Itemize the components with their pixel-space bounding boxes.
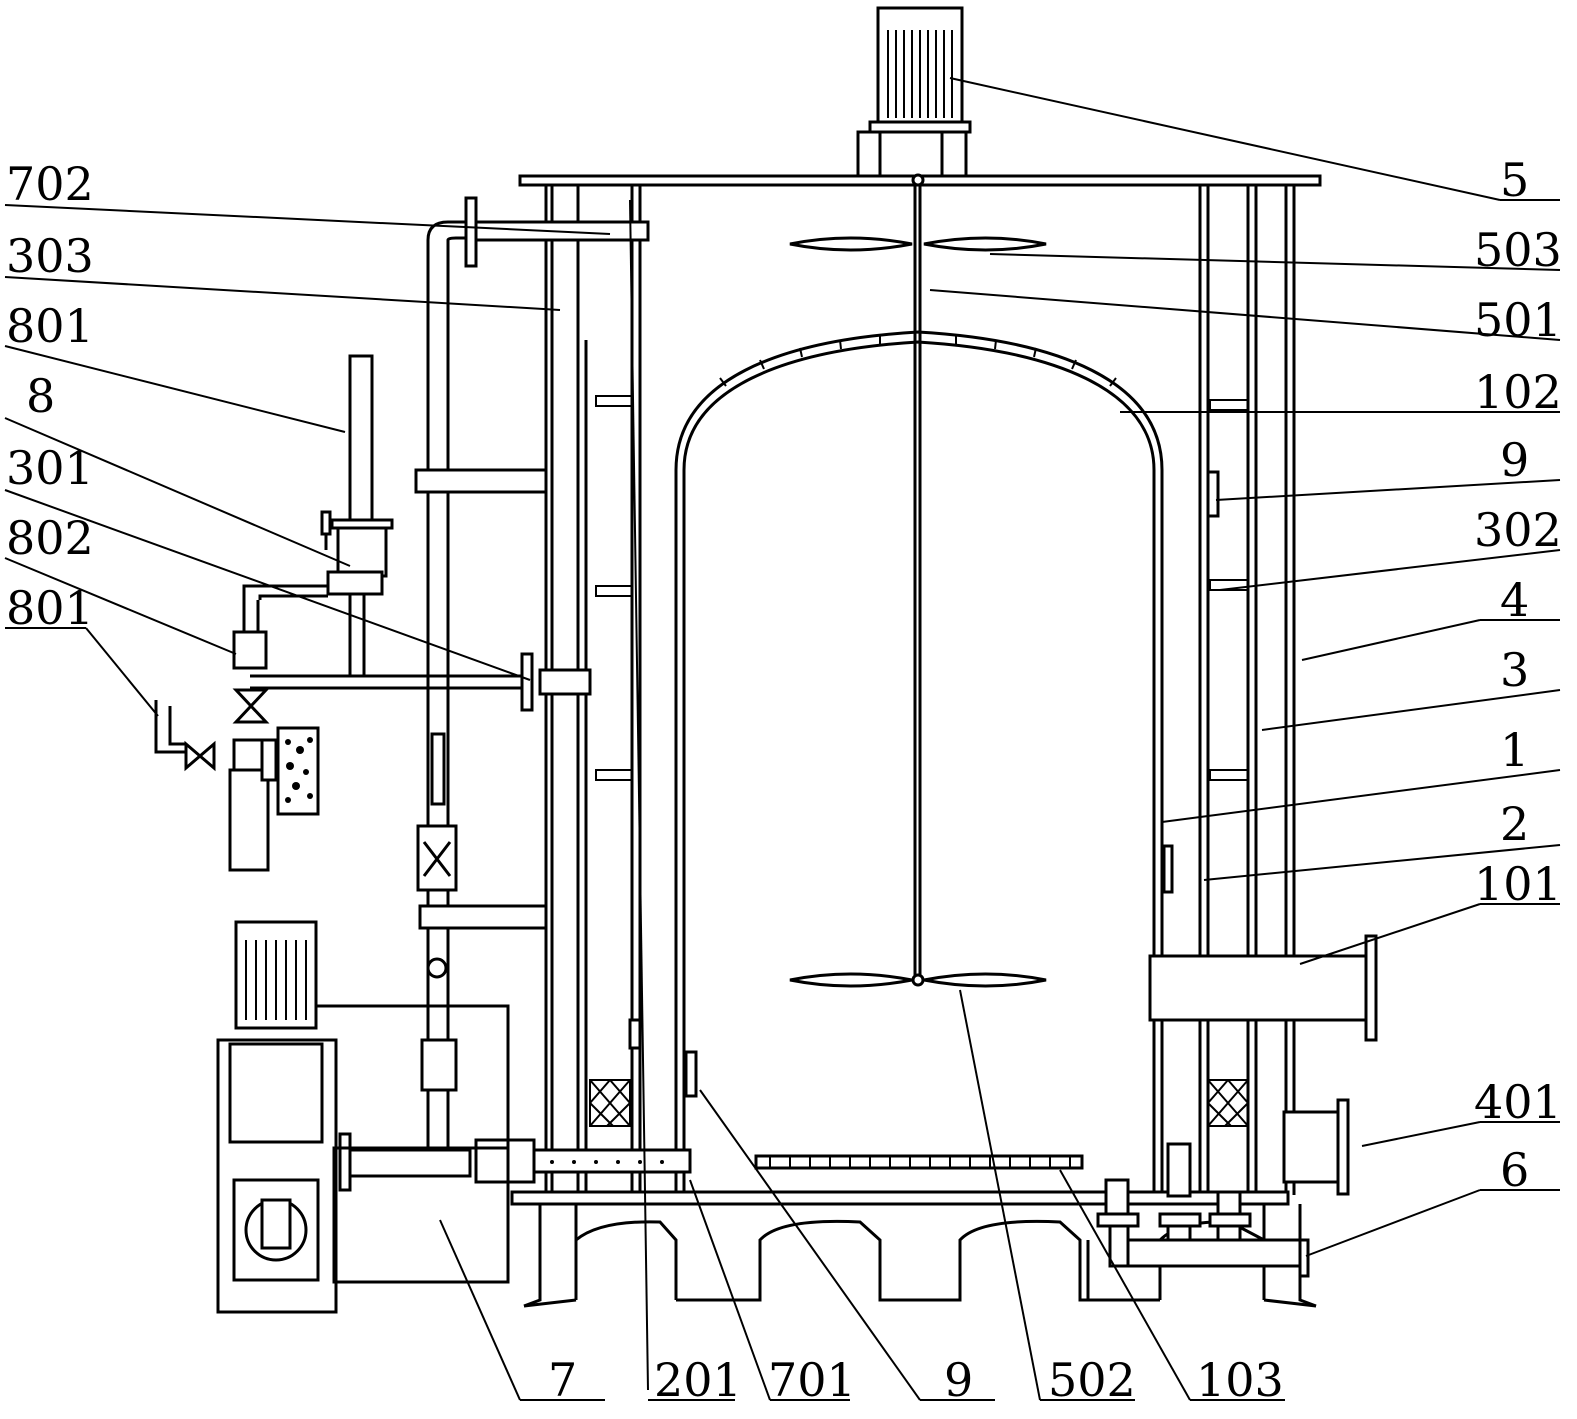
left-piping xyxy=(250,196,692,1192)
label-201: 201 xyxy=(654,1353,742,1407)
label-502: 502 xyxy=(1048,1353,1136,1407)
label-3: 3 xyxy=(1500,643,1529,697)
vessel-walls xyxy=(544,185,1296,1195)
label-701: 701 xyxy=(768,1353,856,1407)
label-9-bottom: 9 xyxy=(944,1353,973,1407)
label-2: 2 xyxy=(1500,797,1529,851)
label-9-right: 9 xyxy=(1500,433,1529,487)
top-motor xyxy=(856,6,972,180)
pump-tank-7 xyxy=(216,920,510,1314)
rods-201 xyxy=(628,199,649,1391)
dosing-assembly xyxy=(154,354,394,872)
label-103: 103 xyxy=(1196,1353,1284,1407)
upper-impeller-503 xyxy=(789,236,1047,252)
label-101: 101 xyxy=(1474,857,1562,911)
label-102: 102 xyxy=(1474,365,1562,419)
leader-lines xyxy=(4,77,1561,1401)
label-301: 301 xyxy=(6,441,94,495)
label-1: 1 xyxy=(1500,723,1529,777)
nozzle-401 xyxy=(1282,1098,1350,1196)
lower-impeller-502 xyxy=(789,972,1047,988)
dome-102 xyxy=(674,330,1164,471)
label-5: 5 xyxy=(1500,153,1529,207)
label-401: 401 xyxy=(1474,1075,1562,1129)
label-303: 303 xyxy=(6,229,94,283)
label-302: 302 xyxy=(1474,503,1562,557)
distributor-103 xyxy=(754,1154,1084,1170)
packing-blocks xyxy=(589,1079,1249,1127)
label-802: 802 xyxy=(6,511,94,565)
label-4: 4 xyxy=(1500,573,1529,627)
label-7: 7 xyxy=(548,1353,577,1407)
wall-ribs xyxy=(595,395,1249,781)
agitator-shaft-501 xyxy=(911,173,925,980)
label-501: 501 xyxy=(1474,293,1562,347)
label-801-bottom: 801 xyxy=(6,581,94,635)
label-8: 8 xyxy=(26,369,55,423)
label-702: 702 xyxy=(6,157,94,211)
label-503: 503 xyxy=(1474,223,1562,277)
bottom-valves-6 xyxy=(1096,1142,1310,1278)
sight-windows xyxy=(684,470,1220,1098)
label-6: 6 xyxy=(1500,1143,1529,1197)
label-801-top: 801 xyxy=(6,299,94,353)
outlet-101 xyxy=(1148,934,1378,1042)
callout-labels: 702 303 801 8 301 802 801 5 503 501 102 … xyxy=(6,153,1562,1407)
